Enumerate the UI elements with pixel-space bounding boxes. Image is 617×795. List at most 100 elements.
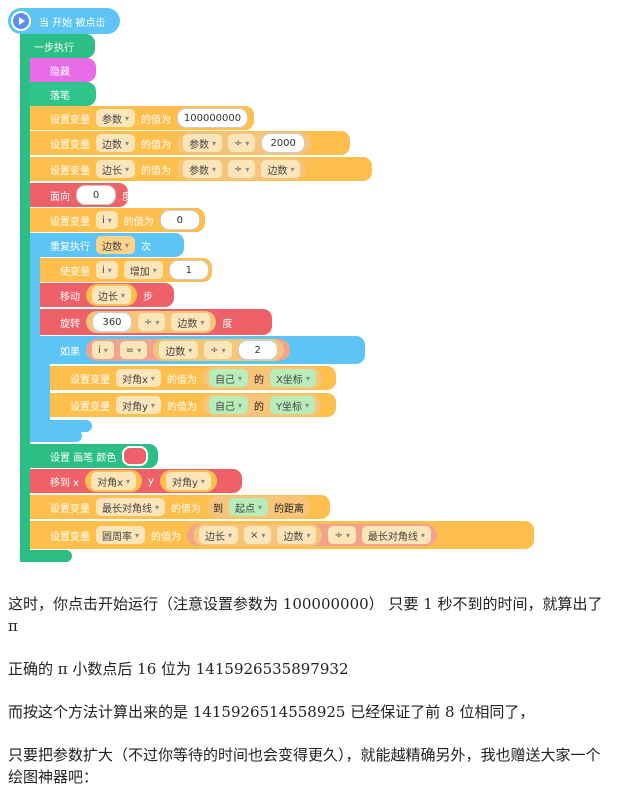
equals-expression[interactable]: i▾ =▾ 边数▾ ÷▾ 2 [86,339,290,361]
set-pen-color-block[interactable]: 设置 画笔 颜色 [30,444,158,468]
operator-dropdown[interactable]: ÷▾ [228,160,256,178]
distance-reporter[interactable]: 到 起点▾ 的距离 [207,496,311,518]
set-diag-x-block[interactable]: 设置变量 对角x▾ 的值为 自己▾ 的 X坐标▾ [50,366,336,390]
var-reporter[interactable]: 边数▾ [171,313,211,331]
var-reporter[interactable]: 边数▾ [159,341,199,359]
var-reporter[interactable]: 边长▾ [199,526,239,544]
turn-block[interactable]: 旋转 360 ÷▾ 边数▾ 度 [40,309,272,335]
chevron-down-icon: ▾ [345,530,350,540]
var-dropdown[interactable]: 对角y▾ [165,472,211,490]
var-dropdown[interactable]: 对角x▾ [116,369,161,387]
degree-input[interactable]: 0 [76,185,116,205]
property-dropdown[interactable]: Y坐标▾ [269,396,316,414]
set-label: 设置变量 [50,531,90,543]
move-block[interactable]: 移动 边长▾ 步 [40,283,174,307]
multiply-expression[interactable]: 边长▾ ×▾ 边数▾ [193,524,323,546]
change-var-block[interactable]: 使变量 i▾ 增加▾ 1 [40,258,212,282]
set-longest-diag-block[interactable]: 设置变量 最长对角线▾ 的值为 到 起点▾ 的距离 [30,495,330,519]
pen-down-block[interactable]: 落笔 [30,82,96,106]
var-dropdown[interactable]: 边数▾ [96,134,136,152]
sensor-reporter[interactable]: 自己▾ 的 X坐标▾ [202,367,322,389]
repeat-block[interactable]: 重复执行 边数▾ 次 [30,233,184,257]
step-execute-block[interactable]: 一步执行 [20,34,95,58]
var-reporter[interactable]: 边数▾ [96,236,136,254]
operator-dropdown[interactable]: =▾ [119,341,148,359]
operator-dropdown[interactable]: ÷▾ [328,526,356,544]
set-sides-block[interactable]: 设置变量 边数▾ 的值为 参数▾ ÷▾ 2000 [30,131,350,155]
divide-expression[interactable]: 边数▾ ÷▾ 2 [153,339,284,361]
var-reporter[interactable]: 最长对角线▾ [361,526,431,544]
to-label: 到 [213,503,224,515]
divide-expression[interactable]: 360 ÷▾ 边数▾ [86,311,217,333]
chevron-down-icon: ▾ [121,290,126,300]
set-i-block[interactable]: 设置变量 i▾ 的值为 0 [30,208,205,232]
value-of-label: 的值为 [123,216,154,228]
var-reporter[interactable]: 对角y▾ [159,470,217,492]
var-dropdown[interactable]: i▾ [96,261,118,279]
var-reporter[interactable]: 边数▾ [277,526,317,544]
step-execute-arm [20,34,30,562]
sprite-dropdown[interactable]: 自己▾ [208,369,248,387]
var-reporter[interactable]: 边数▾ [261,160,301,178]
var-dropdown[interactable]: 对角x▾ [91,472,137,490]
var-dropdown[interactable]: 最长对角线▾ [96,498,166,516]
operator-dropdown[interactable]: ÷▾ [204,341,232,359]
color-swatch[interactable] [122,446,149,466]
divide-expression[interactable]: 参数▾ ÷▾ 边数▾ [177,158,307,180]
set-pi-block[interactable]: 设置变量 圆周率▾ 的值为 边长▾ ×▾ 边数▾ ÷▾ 最长对角线▾ [30,521,534,549]
operator-dropdown[interactable]: ×▾ [244,526,272,544]
chevron-down-icon: ▾ [200,317,205,327]
var-dropdown[interactable]: 边长▾ [96,160,136,178]
var-reporter[interactable]: 对角x▾ [85,470,143,492]
var-reporter[interactable]: 参数▾ [183,160,223,178]
sensor-reporter[interactable]: 自己▾ 的 Y坐标▾ [202,394,322,416]
change-label: 使变量 [60,266,90,278]
divide-expression[interactable]: 参数▾ ÷▾ 2000 [177,132,311,154]
point-direction-block[interactable]: 面向 0 度 [30,183,132,207]
chevron-down-icon: ▾ [200,476,205,486]
value-input[interactable]: 1 [168,260,209,280]
chevron-down-icon: ▾ [126,476,131,486]
number-input[interactable]: 360 [92,312,132,332]
var-dropdown[interactable]: 参数▾ [96,109,136,127]
set-side-length-block[interactable]: 设置变量 边长▾ 的值为 参数▾ ÷▾ 边数▾ [30,157,372,181]
when-start-clicked-block[interactable]: 当 开始 被点击 [8,8,120,34]
set-diag-y-block[interactable]: 设置变量 对角y▾ 的值为 自己▾ 的 Y坐标▾ [50,393,336,417]
goto-xy-block[interactable]: 移到 x 对角x▾ y 对角y▾ [30,469,242,493]
face-label: 面向 [50,191,70,203]
steps-unit: 步 [143,291,154,303]
number-input[interactable]: 2 [237,340,278,360]
var-dropdown[interactable]: 圆周率▾ [96,526,146,544]
repeat-arm [30,233,40,441]
var-reporter[interactable]: 参数▾ [183,134,223,152]
set-label: 设置变量 [50,165,90,177]
number-input[interactable]: 2000 [261,133,305,153]
mode-dropdown[interactable]: 增加▾ [123,261,163,279]
value-of-label: 的值为 [141,139,172,151]
value-input[interactable]: 0 [159,210,200,230]
chevron-down-icon: ▾ [150,373,155,383]
set-label: 设置变量 [70,401,110,413]
property-dropdown[interactable]: X坐标▾ [269,369,316,387]
hat-label: 当 开始 被点击 [39,17,106,29]
play-icon [11,11,31,31]
set-param-block[interactable]: 设置变量 参数▾ 的值为 100000000 [30,106,254,130]
value-of-label: 的值为 [166,374,197,386]
chevron-down-icon: ▾ [420,530,425,540]
chevron-down-icon: ▾ [245,164,250,174]
value-of-label: 的值为 [151,531,182,543]
operator-dropdown[interactable]: ÷▾ [228,134,256,152]
target-dropdown[interactable]: 起点▾ [229,498,269,516]
var-reporter[interactable]: 边长▾ [86,284,138,306]
sprite-dropdown[interactable]: 自己▾ [208,396,248,414]
set-label: 设置变量 [70,374,110,386]
value-input[interactable]: 100000000 [177,108,248,128]
operator-dropdown[interactable]: ÷▾ [138,313,166,331]
if-block[interactable]: 如果 i▾ =▾ 边数▾ ÷▾ 2 [40,336,365,364]
divide-expression[interactable]: 边长▾ ×▾ 边数▾ ÷▾ 最长对角线▾ [187,524,437,546]
var-dropdown[interactable]: 对角y▾ [116,396,161,414]
var-reporter[interactable]: i▾ [92,341,114,359]
hide-block[interactable]: 隐藏 [30,58,96,82]
var-dropdown[interactable]: 边长▾ [92,286,132,304]
var-dropdown[interactable]: i▾ [96,211,118,229]
